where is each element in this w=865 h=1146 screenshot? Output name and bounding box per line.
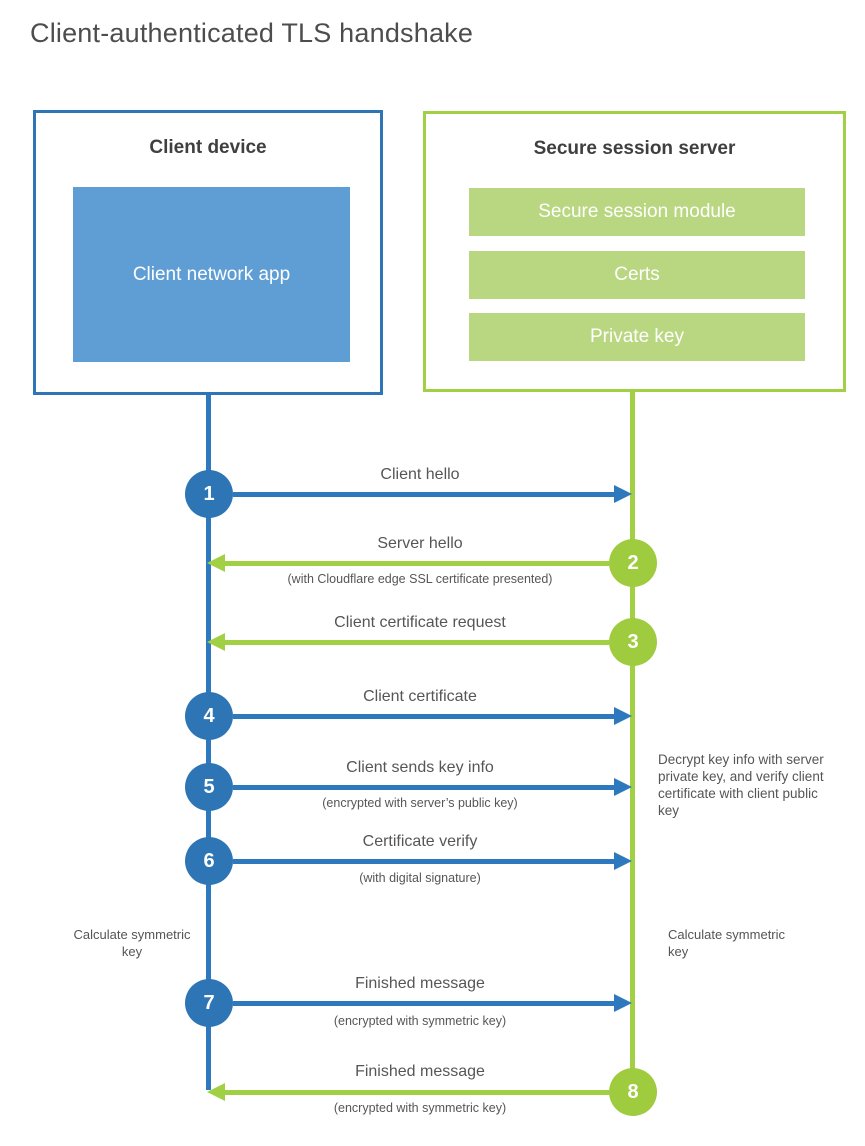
secure-session-server-box: Secure session server Secure session mod… [423, 111, 846, 392]
certs-bar: Certs [469, 251, 805, 299]
client-device-title: Client device [149, 137, 267, 158]
message-sublabel: (encrypted with symmetric key) [333, 1101, 507, 1115]
step-circle: 6 [185, 837, 233, 885]
server-lifeline [630, 392, 635, 1092]
arrowhead-left-icon [207, 554, 225, 572]
arrow-line-right [233, 714, 614, 719]
message-label: Client sends key info [346, 759, 494, 776]
arrow-line-right [233, 492, 614, 497]
secure-session-server-title: Secure session server [533, 138, 736, 159]
message-sublabel: (with Cloudflare edge SSL certificate pr… [287, 572, 553, 586]
message-label: Client certificate [363, 688, 477, 705]
arrowhead-right-icon [614, 707, 632, 725]
arrow-line-right [233, 1001, 614, 1006]
step-circle: 8 [609, 1068, 657, 1116]
message-label: Certificate verify [362, 833, 478, 850]
private-key-bar: Private key [469, 313, 805, 361]
arrow-line-left [225, 561, 609, 566]
page-title: Client-authenticated TLS handshake [30, 18, 474, 48]
message-label: Client certificate request [334, 614, 506, 631]
server-decrypt-note: Decrypt key info with server private key… [658, 752, 824, 818]
secure-session-module-bar: Secure session module [469, 188, 805, 236]
step-circle: 2 [609, 539, 657, 587]
step-circle: 4 [185, 692, 233, 740]
message-label: Finished message [355, 975, 485, 992]
arrowhead-right-icon [614, 778, 632, 796]
message-label: Server hello [377, 535, 463, 552]
arrow-line-left [225, 640, 609, 645]
message-sublabel: (encrypted with server’s public key) [322, 796, 518, 810]
server-calculate-note: Calculate symmetric key [668, 927, 786, 959]
message-label: Finished message [355, 1063, 485, 1080]
step-circle: 1 [185, 470, 233, 518]
client-lifeline [206, 395, 211, 1090]
arrow-line-right [233, 785, 614, 790]
client-device-box: Client device Client network app [33, 110, 383, 395]
arrowhead-left-icon [207, 1083, 225, 1101]
step-circle: 7 [185, 979, 233, 1027]
arrowhead-right-icon [614, 485, 632, 503]
arrowhead-left-icon [207, 633, 225, 651]
step-circle: 5 [185, 763, 233, 811]
message-sublabel: (with digital signature) [359, 871, 481, 885]
message-label: Client hello [380, 466, 460, 483]
arrow-line-left [225, 1090, 609, 1095]
arrowhead-right-icon [614, 994, 632, 1012]
message-sublabel: (encrypted with symmetric key) [333, 1014, 507, 1028]
step-circle: 3 [609, 618, 657, 666]
client-calculate-note: Calculate symmetric key [73, 927, 191, 959]
client-network-app-box: Client network app [73, 187, 350, 362]
arrowhead-right-icon [614, 852, 632, 870]
arrow-line-right [233, 859, 614, 864]
